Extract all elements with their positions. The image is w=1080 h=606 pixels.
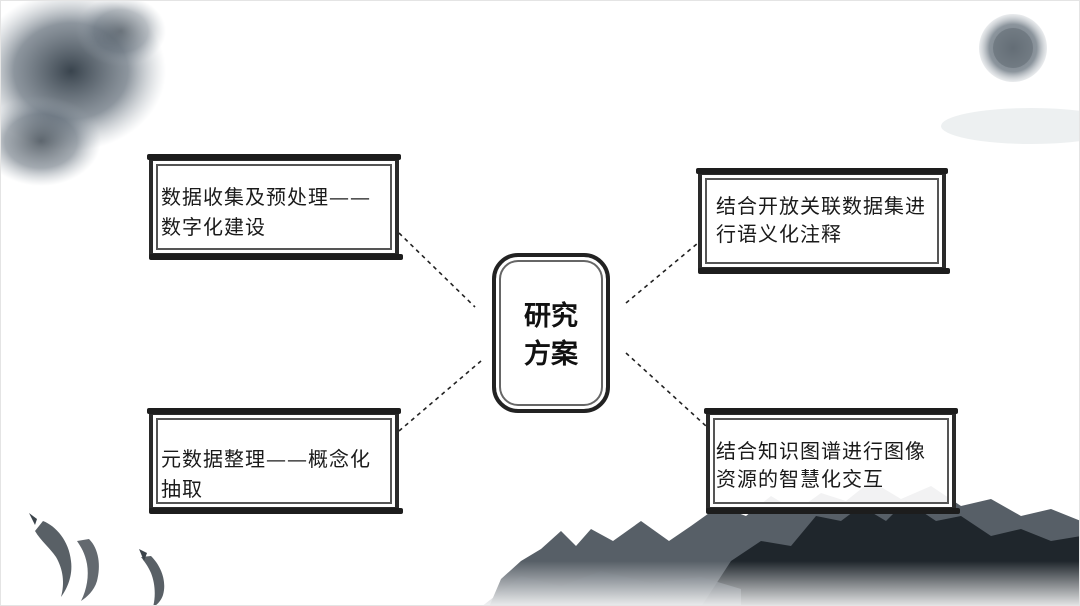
- box-top-right-line2: 行语义化注释: [716, 222, 842, 246]
- ink-blot-top-left: [1, 1, 166, 186]
- box-bottom-left-line1: 元数据整理——概念化: [161, 447, 371, 471]
- box-top-left-line1: 数据收集及预处理——: [161, 185, 371, 209]
- box-top-right: [696, 168, 950, 274]
- center-title-line2: 方案: [524, 339, 578, 370]
- box-bottom-left-line2: 抽取: [161, 477, 203, 501]
- box-bottom-right: [704, 408, 960, 514]
- box-bottom-left: [147, 408, 403, 514]
- center-title-line1: 研究: [524, 301, 578, 332]
- koi-fish-icon: [29, 513, 165, 605]
- box-bottom-right-line2: 资源的智慧化交互: [716, 467, 884, 491]
- box-bottom-right-line1: 结合知识图谱进行图像: [716, 439, 926, 463]
- box-top-left: [147, 154, 403, 260]
- box-top-right-line1: 结合开放关联数据集进: [716, 194, 926, 218]
- connector-lines: [398, 232, 707, 432]
- box-top-left-line2: 数字化建设: [161, 215, 266, 239]
- center-box: 研究 方案: [492, 253, 610, 413]
